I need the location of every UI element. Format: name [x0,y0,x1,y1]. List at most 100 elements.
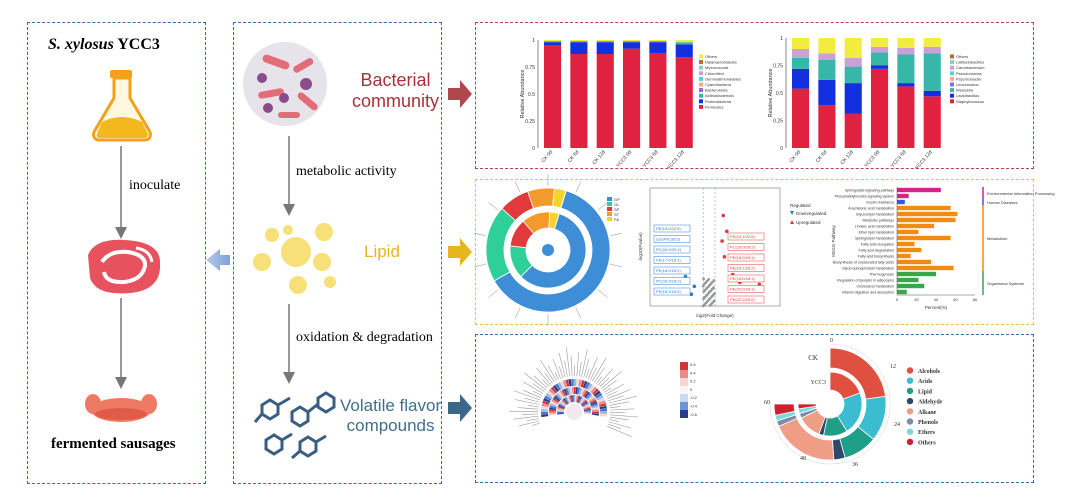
label-box [727,243,765,251]
donut-spoke [610,232,623,237]
heat-cell [593,390,601,397]
heat-cell [560,381,565,389]
legend-label: Leuconostoc [956,82,979,87]
y-tick-label: Fatty acid degradation [858,249,894,253]
legend-label: Gemmatimonadetes [705,76,741,81]
legend-label: Lipid [918,389,933,395]
legend-label: Others [918,440,936,446]
heat-cell [541,411,549,415]
bar-segment [818,60,836,80]
bar-segment [570,42,588,55]
heat-cell [582,403,590,408]
heat-cell [549,405,557,409]
tree-branch [578,361,582,377]
bar-segment [596,42,614,55]
label-box [653,287,691,296]
heat-cell [584,382,591,390]
tree-branch [552,358,561,379]
heat-cell [552,385,560,392]
heat-cell [580,380,585,388]
heat-cell [542,400,550,405]
tree-branch [566,347,571,377]
heat-cell [575,395,579,403]
bar-segment [897,47,915,55]
heat-cell [583,405,591,410]
bar [897,205,951,211]
axis-tick-label: 24 [894,422,900,428]
heat-cell [559,390,565,398]
heat-cell [558,404,565,409]
data-point [712,286,716,290]
tree-branch [513,415,539,420]
bar-segment [844,113,862,148]
strain-code: YCC3 [113,36,160,53]
scale-cell [680,402,688,410]
bar-segment [923,46,941,54]
bar [897,271,936,277]
tree-branch [607,423,622,429]
point-label: PC(18:0/18:2) [730,245,756,250]
bacterial-community-label: Bacterial community [352,70,439,112]
tree-branch [602,380,617,391]
heat-cell [541,403,549,408]
tree-branch [544,372,553,384]
heat-cell [599,411,607,415]
scale-cell [680,362,688,370]
lipid-panel [475,179,1034,325]
bar [897,217,956,223]
scale-label: -0.4 [690,404,698,409]
x-tick-label: YCC3 6d [642,149,660,169]
data-point [707,278,710,281]
heat-cell [586,394,593,401]
scale-label: 0.2 [690,379,696,384]
tree-branch [601,371,622,389]
bar-segment [544,40,562,42]
heat-cell [544,395,552,401]
heat-cell [574,379,577,387]
legend-label: Ethers [918,430,936,436]
heat-cell [550,401,558,406]
tree-branch [523,390,542,399]
bar-segment [675,42,693,45]
tree-branch [605,383,624,395]
bar-segment [675,57,693,148]
bar [897,253,911,259]
y-tick-label: Cholesterol metabolism [856,285,894,289]
group-label: Organismal Systems [987,281,1024,286]
bar-segment [818,79,836,106]
legend-label: Proteobacteria [705,99,732,104]
x-tick-label: CK 0d [789,149,803,164]
bar [897,193,909,199]
heat-cell [590,403,599,407]
legend-swatch [699,99,703,104]
x-tick-label: 20 [914,297,919,302]
tree-branch [585,368,590,379]
tree-branch [597,368,614,386]
heat-cell [599,413,607,417]
tree-branch [607,389,631,399]
heat-cell [549,403,558,408]
fermented-sausages-label: fermented sausages [51,436,176,452]
tree-branch [592,357,607,382]
y-tick-label: 0.25 [525,119,535,125]
heat-cell [557,407,565,411]
tree-branch [604,387,612,393]
bar-segment [792,49,810,58]
heat-cell [571,395,574,403]
arrow-volatile [448,394,472,422]
heat-cell [541,408,549,412]
label-box [653,235,691,243]
heat-cell [552,397,560,403]
heat-cell [578,387,583,396]
heat-cell [583,408,591,411]
tree-branch [564,360,568,377]
arrow-lipid [448,238,472,266]
tree-branch [515,399,539,405]
kegg-bar-chart: Sphingolipid signaling pathwayPhosphatid… [831,187,1055,310]
heat-cell [557,408,565,411]
bar [897,247,922,253]
legend-label: SP [614,207,620,212]
heat-cell [583,411,591,414]
heat-cell [563,388,568,396]
heat-cell [577,387,581,395]
